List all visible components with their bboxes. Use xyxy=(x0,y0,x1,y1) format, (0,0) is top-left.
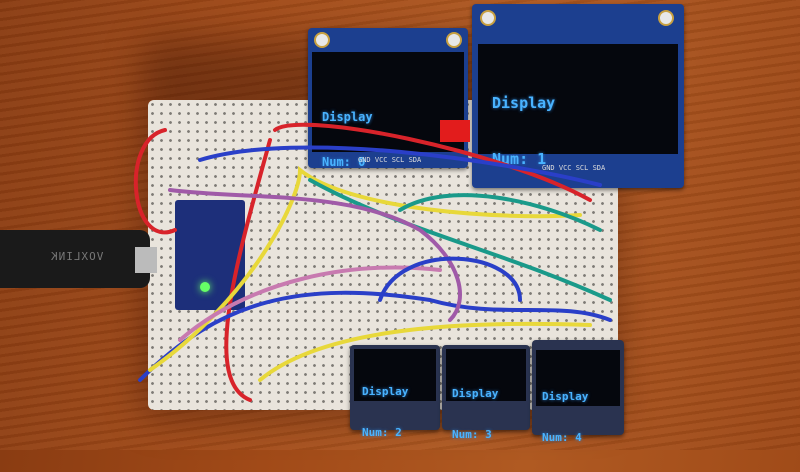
oled-display-3: Display Num: 3 xyxy=(442,345,530,441)
display-0-line1: Display xyxy=(322,110,373,124)
display-4-line1: Display xyxy=(542,389,589,403)
cable-brand: VOXLINK xyxy=(50,250,104,263)
display-1-line1: Display xyxy=(492,93,556,112)
display-2-line2: Num: 2 xyxy=(362,425,402,439)
pin-labels-0: GND VCC SCL SDA xyxy=(358,156,422,164)
power-led xyxy=(200,282,210,292)
usb-plug xyxy=(135,247,157,273)
pin-labels-1: GND VCC SCL SDA xyxy=(542,164,606,172)
display-4-line2: Num: 4 xyxy=(542,430,582,444)
oled-display-2: Display Num: 2 xyxy=(350,345,440,439)
oled-display-1: Display Num: 1 GND VCC SCL SDA xyxy=(472,4,684,188)
display-2-line1: Display xyxy=(362,384,409,398)
oled-display-4: Display Num: 4 xyxy=(532,340,624,444)
display-3-line2: Num: 3 xyxy=(452,427,492,441)
oled-display-0: Display Num: 0 GND VCC SCL SDA xyxy=(308,28,468,169)
red-tab xyxy=(440,120,470,142)
display-3-line1: Display xyxy=(452,386,499,400)
microcontroller-board xyxy=(175,200,245,310)
usb-cable: VOXLINK xyxy=(0,230,150,288)
